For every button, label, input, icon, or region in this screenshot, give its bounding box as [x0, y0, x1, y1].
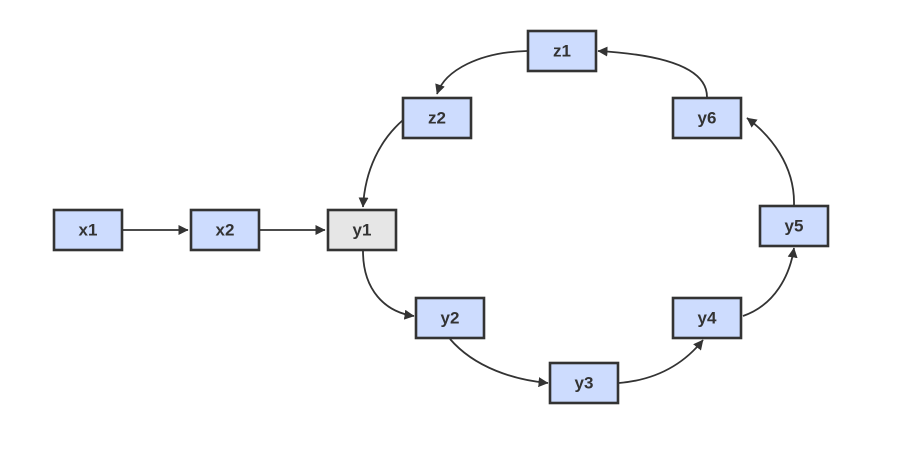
- node-y1: y1: [326, 208, 398, 252]
- node-y6: y6: [671, 96, 743, 140]
- node-z2: z2: [401, 96, 473, 140]
- node-label: y6: [698, 108, 717, 127]
- node-box: [401, 96, 473, 140]
- node-box: [671, 96, 743, 140]
- edge-z1-to-z2: [435, 50, 528, 95]
- node-y4: y4: [671, 296, 743, 340]
- edge-y1-to-y2: [362, 250, 415, 320]
- node-box: [671, 296, 743, 340]
- node-x1: x1: [52, 208, 124, 252]
- node-box: [526, 29, 598, 73]
- node-box: [414, 296, 486, 340]
- node-label: y2: [441, 308, 460, 327]
- node-label: z1: [553, 41, 571, 60]
- edge-z2-to-y1: [358, 119, 404, 208]
- edge-y5-to-y6: [746, 117, 795, 206]
- node-box: [326, 208, 398, 252]
- node-y5: y5: [758, 204, 830, 248]
- edge-y4-to-y5: [742, 247, 798, 317]
- node-y3: y3: [548, 361, 620, 405]
- edge-y2-to-y3: [449, 338, 549, 388]
- nodes: x1 x2 y1 y2 y3 y4 y5 y6 z1 z2: [52, 29, 830, 405]
- node-label: y4: [698, 308, 717, 327]
- node-x2: x2: [189, 208, 261, 252]
- edges: [123, 46, 798, 388]
- edge-y6-to-z1: [597, 46, 708, 98]
- node-box: [548, 361, 620, 405]
- node-box: [189, 208, 261, 252]
- node-box: [52, 208, 124, 252]
- node-box: [758, 204, 830, 248]
- edge-y3-to-y4: [618, 339, 704, 384]
- node-label: x2: [216, 220, 235, 239]
- node-z1: z1: [526, 29, 598, 73]
- node-label: y3: [575, 373, 594, 392]
- node-label: z2: [428, 108, 446, 127]
- node-label: x1: [79, 220, 98, 239]
- node-y2: y2: [414, 296, 486, 340]
- node-label: y1: [353, 220, 372, 239]
- node-label: y5: [785, 216, 804, 235]
